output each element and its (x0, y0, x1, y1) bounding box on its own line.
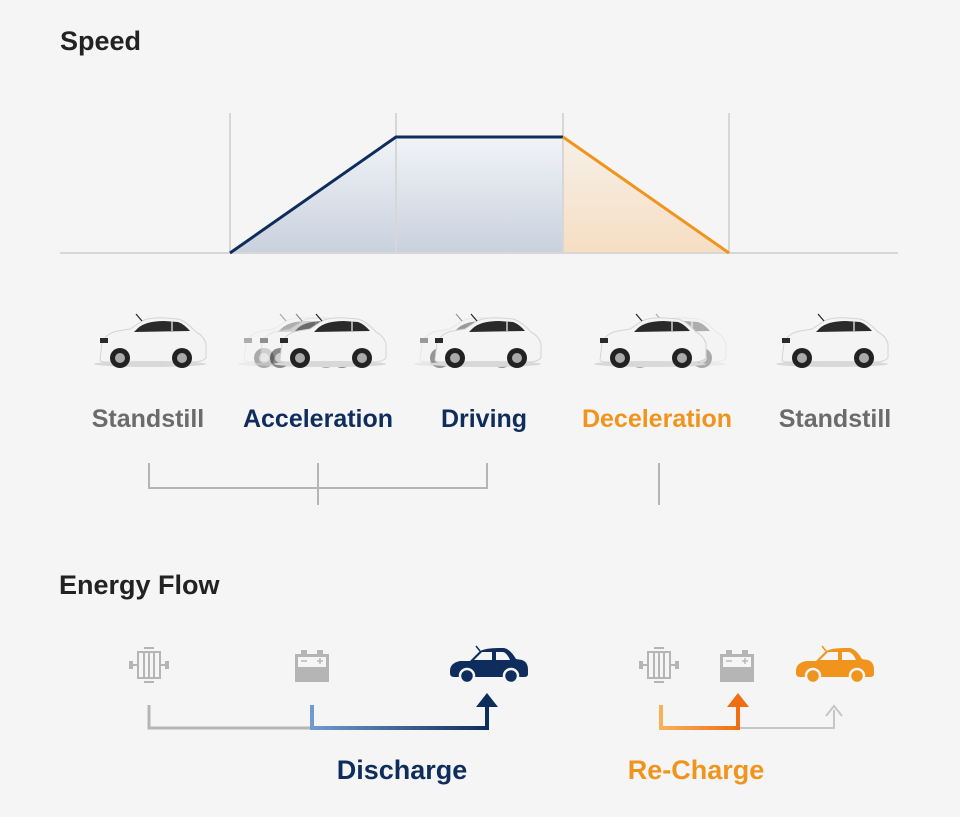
recharge-label: Re-Charge (627, 755, 765, 785)
car-image-deceleration (593, 313, 727, 369)
recharge-arrow-head (727, 693, 749, 707)
recharge-arrow-line (659, 705, 740, 730)
discharge-group (128, 644, 530, 730)
recharge-gray-line (740, 710, 835, 729)
recharge-group (638, 644, 876, 730)
discharge-gray-line (147, 705, 312, 730)
recharge-gray-arrow-head (825, 704, 843, 717)
motor-icon (128, 647, 170, 683)
discharge-arrow-head (476, 693, 498, 707)
phase-label-standstill-1: Standstill (91, 405, 205, 433)
phase-label-deceleration: Deceleration (581, 405, 733, 433)
energy-flow-title: Energy Flow (59, 570, 220, 600)
discharge-arrow-line (310, 705, 489, 730)
motor-icon (638, 647, 680, 683)
car-icon (448, 644, 530, 685)
cars-row (93, 313, 889, 369)
car-image-acceleration (237, 313, 387, 369)
phase-label-standstill-2: Standstill (778, 405, 892, 433)
phase-brackets (148, 463, 660, 505)
speed-title: Speed (60, 26, 142, 56)
car-icon (794, 644, 876, 685)
car-image-standstill-1 (93, 313, 207, 369)
battery-icon (294, 649, 330, 683)
speed-line-down (562, 135, 730, 255)
phase-label-acceleration: Acceleration (242, 405, 394, 433)
discharge-label: Discharge (336, 755, 468, 785)
car-image-standstill-2 (775, 313, 889, 369)
speed-chart (60, 113, 898, 255)
speed-line-up (229, 135, 563, 255)
car-image-driving (413, 313, 542, 369)
phase-label-driving: Driving (440, 405, 528, 433)
battery-icon (719, 649, 755, 683)
